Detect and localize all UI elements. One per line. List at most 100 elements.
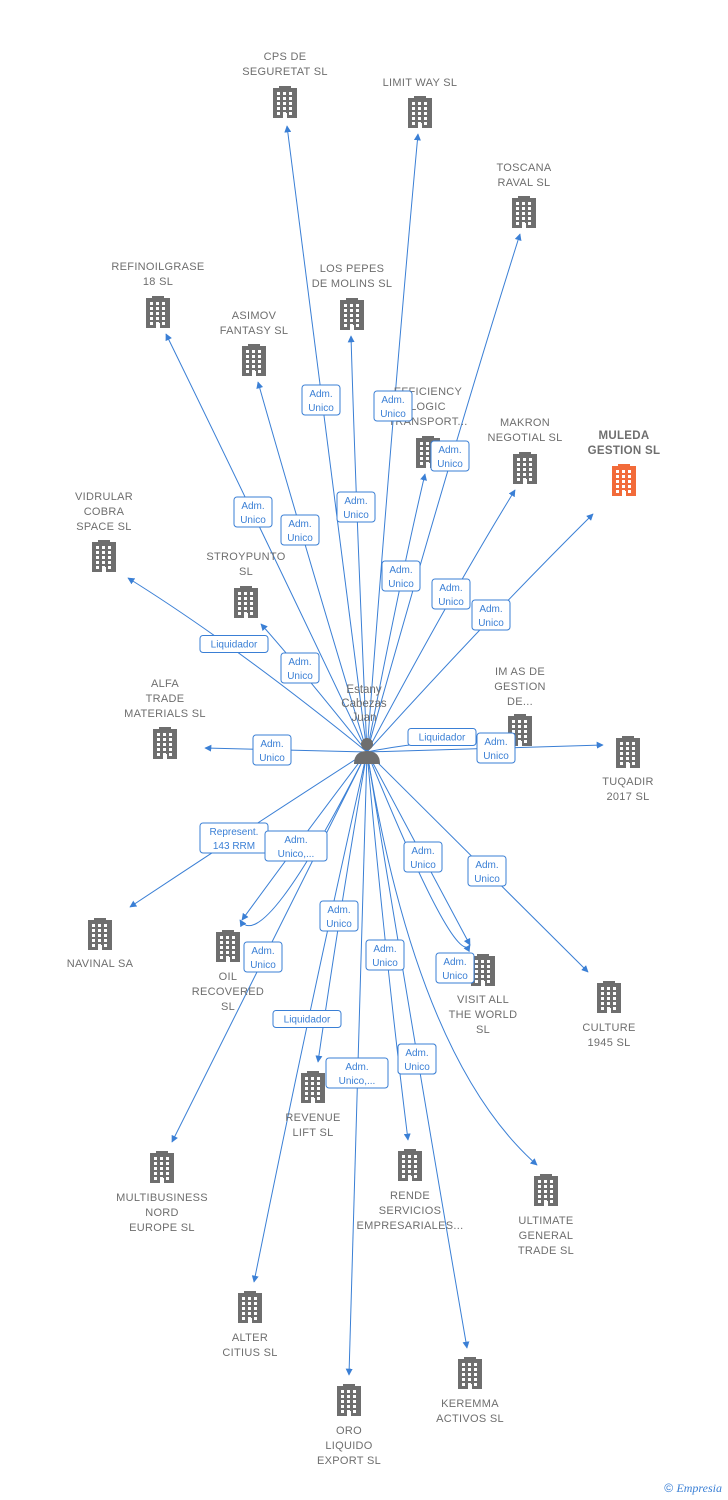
company-name-multi[interactable]: NORD (145, 1207, 179, 1219)
company-name-imas[interactable]: GESTION (494, 681, 546, 693)
relation-label-tuqadir[interactable]: Adm.Unico (476, 732, 516, 764)
company-name-muleda[interactable]: MULEDA (599, 430, 650, 442)
company-name-vidrular[interactable]: COBRA (84, 506, 125, 518)
company-name-visit[interactable]: VISIT ALL (457, 994, 509, 1006)
company-name-toscana[interactable]: RAVAL SL (498, 177, 551, 189)
company-name-muleda[interactable]: GESTION SL (588, 445, 661, 457)
company-building-icon-multi[interactable] (150, 1151, 174, 1183)
company-name-limit[interactable]: LIMIT WAY SL (383, 77, 458, 89)
company-name-pepes[interactable]: DE MOLINS SL (312, 278, 393, 290)
company-name-oro[interactable]: LIQUIDO (325, 1440, 372, 1452)
relation-label-revenue[interactable]: Adm.Unico (319, 900, 359, 932)
relation-label-culture[interactable]: Adm.Unico (467, 855, 507, 887)
company-name-alter[interactable]: CITIUS SL (222, 1347, 277, 1359)
company-building-icon-navinal[interactable] (88, 918, 112, 950)
company-name-keremma[interactable]: KEREMMA (441, 1398, 499, 1410)
person-name[interactable]: Estany (346, 684, 381, 696)
company-name-oil[interactable]: RECOVERED (192, 986, 264, 998)
relation-label-alter[interactable]: Liquidador (272, 1010, 342, 1028)
relation-label-navinal[interactable]: Represent.143 RRM (199, 822, 269, 854)
relation-label-rende[interactable]: Adm.Unico (365, 939, 405, 971)
company-name-visit[interactable]: THE WORLD (449, 1009, 518, 1021)
relation-label-oro[interactable]: Adm.Unico,... (325, 1057, 389, 1089)
company-building-icon-oil[interactable] (216, 930, 240, 962)
company-building-icon-imas[interactable] (508, 714, 532, 746)
company-name-asimov[interactable]: ASIMOV (232, 310, 277, 322)
company-name-ultimate[interactable]: GENERAL (519, 1230, 574, 1242)
company-name-ultimate[interactable]: ULTIMATE (518, 1215, 573, 1227)
relation-label-oil[interactable]: Adm.Unico (243, 941, 283, 973)
person-icon[interactable] (354, 738, 380, 764)
company-building-icon-makron[interactable] (513, 452, 537, 484)
company-name-oro[interactable]: EXPORT SL (317, 1455, 381, 1467)
company-building-icon-refino[interactable] (146, 296, 170, 328)
company-building-icon-revenue[interactable] (301, 1071, 325, 1103)
company-name-rende[interactable]: RENDE (390, 1190, 430, 1202)
company-name-asimov[interactable]: FANTASY SL (220, 325, 289, 337)
company-building-icon-rende[interactable] (398, 1149, 422, 1181)
company-building-icon-oro[interactable] (337, 1384, 361, 1416)
company-building-icon-cps[interactable] (273, 86, 297, 118)
company-name-rende[interactable]: SERVICIOS (379, 1205, 441, 1217)
company-name-culture[interactable]: 1945 SL (587, 1037, 630, 1049)
company-building-icon-asimov[interactable] (242, 344, 266, 376)
company-building-icon-visit[interactable] (471, 954, 495, 986)
relation-label-asimov[interactable]: Adm.Unico (280, 514, 320, 546)
company-building-icon-alfa[interactable] (153, 727, 177, 759)
company-name-toscana[interactable]: TOSCANA (496, 162, 551, 174)
company-name-visit[interactable]: SL (476, 1024, 490, 1036)
company-building-icon-tuqadir[interactable] (616, 736, 640, 768)
company-name-alfa[interactable]: MATERIALS SL (124, 708, 206, 720)
company-name-imas[interactable]: IM AS DE (495, 666, 545, 678)
company-name-makron[interactable]: MAKRON (500, 417, 550, 429)
company-name-stroy[interactable]: SL (239, 566, 253, 578)
company-name-alfa[interactable]: ALFA (151, 678, 179, 690)
company-building-icon-alter[interactable] (238, 1291, 262, 1323)
company-name-alter[interactable]: ALTER (232, 1332, 268, 1344)
relation-label-oil[interactable]: Adm.Unico,... (264, 830, 328, 862)
relation-label-cps[interactable]: Adm.Unico (301, 384, 341, 416)
relation-label-makron[interactable]: Adm.Unico (431, 578, 471, 610)
company-name-imas[interactable]: DE... (507, 696, 533, 708)
company-name-stroy[interactable]: STROYPUNTO (206, 551, 285, 563)
company-name-refino[interactable]: REFINOILGRASE (111, 261, 204, 273)
company-name-pepes[interactable]: LOS PEPES (320, 263, 384, 275)
company-name-tuqadir[interactable]: 2017 SL (606, 791, 649, 803)
person-name[interactable]: Cabezas (341, 698, 387, 710)
company-name-culture[interactable]: CULTURE (582, 1022, 635, 1034)
company-building-icon-muleda[interactable] (612, 464, 636, 496)
company-name-vidrular[interactable]: SPACE SL (76, 521, 131, 533)
company-name-rende[interactable]: EMPRESARIALES... (357, 1220, 464, 1232)
footer-credit[interactable]: © Empresia (664, 1481, 722, 1496)
relation-label-efficiency[interactable]: Adm.Unico (381, 560, 421, 592)
relation-label-stroy[interactable]: Adm.Unico (280, 652, 320, 684)
company-building-icon-toscana[interactable] (512, 196, 536, 228)
company-name-revenue[interactable]: LIFT SL (292, 1127, 333, 1139)
relation-label-toscana[interactable]: Adm.Unico (430, 440, 470, 472)
company-name-keremma[interactable]: ACTIVOS SL (436, 1413, 504, 1425)
company-name-tuqadir[interactable]: TUQADIR (602, 776, 654, 788)
company-name-cps[interactable]: CPS DE (264, 51, 307, 63)
company-building-icon-stroy[interactable] (234, 586, 258, 618)
company-name-refino[interactable]: 18 SL (143, 276, 173, 288)
person-name[interactable]: Juan (352, 712, 377, 724)
relation-label-muleda[interactable]: Adm.Unico (471, 599, 511, 631)
company-name-multi[interactable]: MULTIBUSINESS (116, 1192, 208, 1204)
company-name-oil[interactable]: SL (221, 1001, 235, 1013)
company-name-navinal[interactable]: NAVINAL SA (67, 958, 134, 970)
company-name-cps[interactable]: SEGURETAT SL (242, 66, 328, 78)
company-name-alfa[interactable]: TRADE (146, 693, 185, 705)
relation-label-keremma[interactable]: Adm.Unico (397, 1043, 437, 1075)
company-name-oil[interactable]: OIL (219, 971, 238, 983)
company-building-icon-limit[interactable] (408, 96, 432, 128)
company-building-icon-pepes[interactable] (340, 298, 364, 330)
company-name-multi[interactable]: EUROPE SL (129, 1222, 195, 1234)
company-name-oro[interactable]: ORO (336, 1425, 362, 1437)
relation-label-alfa[interactable]: Adm.Unico (252, 734, 292, 766)
company-building-icon-ultimate[interactable] (534, 1174, 558, 1206)
relation-label-limit[interactable]: Adm.Unico (373, 390, 413, 422)
company-building-icon-vidrular[interactable] (92, 540, 116, 572)
relation-label-visit[interactable]: Adm.Unico (435, 952, 475, 984)
relation-label-vidrular[interactable]: Liquidador (199, 635, 269, 653)
company-name-makron[interactable]: NEGOTIAL SL (487, 432, 562, 444)
